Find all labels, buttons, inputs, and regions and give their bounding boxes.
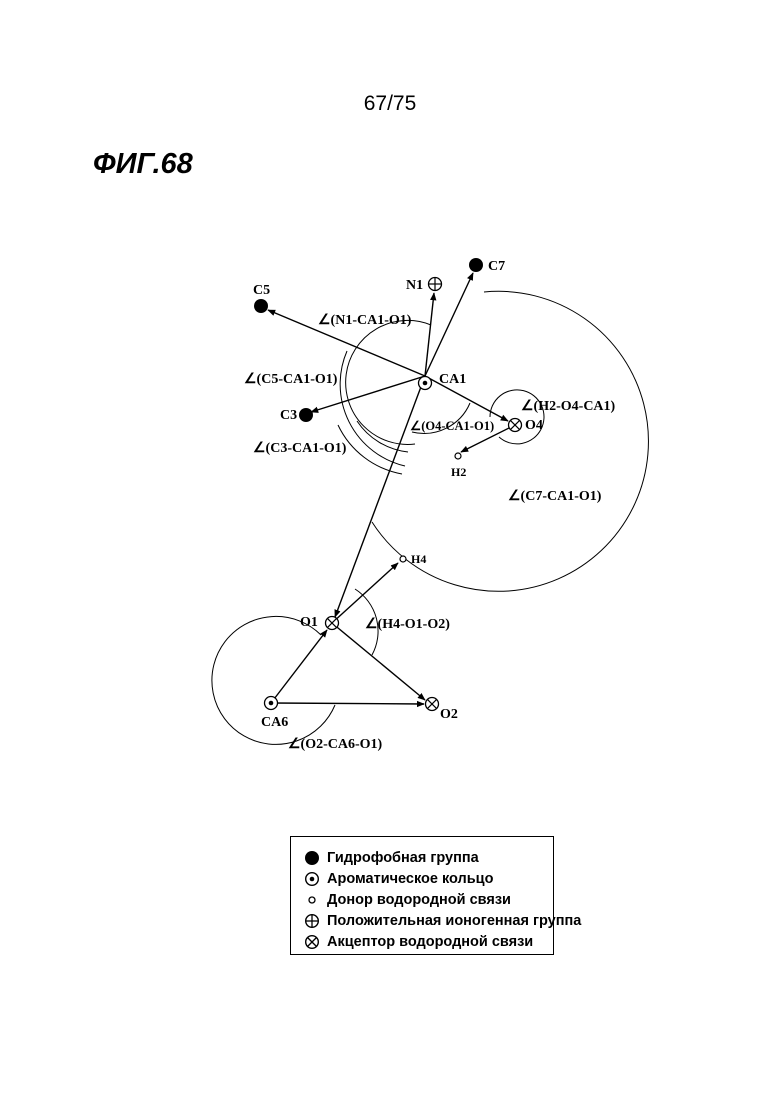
label-ca1: CA1 (439, 372, 466, 387)
arc-c3-ca1-o1 (357, 421, 408, 452)
angle-label-h2-o4-ca1: ∠(H2-O4-CA1) (521, 399, 616, 414)
node-labels: N1 C7 C5 CA1 C3 O4 H2 H4 O1 CA6 O2 (253, 259, 543, 730)
angle-label-o4-ca1-o1: ∠(O4-CA1-O1) (410, 419, 494, 433)
angle-label-c5-ca1-o1: ∠(C5-CA1-O1) (244, 372, 338, 387)
legend-label: Положительная ионогенная группа (327, 913, 581, 929)
legend-item-hydrophobic: Гидрофобная группа (303, 847, 553, 868)
arc-c7-ca1-o1 (372, 291, 648, 591)
acceptor-icon (303, 933, 321, 951)
angle-label-h4-o1-o2: ∠(H4-O1-O2) (365, 617, 450, 632)
vector-ca1-o4 (425, 376, 508, 421)
label-o1: O1 (300, 615, 318, 630)
vectors (268, 273, 515, 704)
node-h4-donor-icon (400, 556, 406, 562)
node-o4-acceptor-icon (509, 419, 522, 432)
label-ca6: CA6 (261, 715, 288, 730)
legend-item-acceptor: Акцептор водородной связи (303, 931, 553, 952)
vector-ca6-o2 (271, 703, 424, 704)
legend: Гидрофобная группа Ароматическое кольцо … (290, 836, 554, 955)
node-n1-positive-ionogenic-icon (429, 278, 442, 291)
positive-ionogenic-icon (303, 912, 321, 930)
angle-label-n1-ca1-o1: ∠(N1-CA1-O1) (318, 313, 412, 328)
donor-icon (303, 891, 321, 909)
node-c3-hydrophobic-icon (299, 408, 313, 422)
node-h2-donor-icon (455, 453, 461, 459)
legend-label: Ароматическое кольцо (327, 871, 493, 887)
node-c7-hydrophobic-icon (469, 258, 483, 272)
node-ca6-aromatic-ring-icon (265, 697, 278, 710)
node-ca1-aromatic-ring-icon (419, 377, 432, 390)
vector-ca1-o1 (335, 376, 425, 617)
label-n1: N1 (406, 278, 423, 293)
label-o4: O4 (525, 418, 543, 433)
legend-item-aromatic: Ароматическое кольцо (303, 868, 553, 889)
arc-c3-ca1-o1-outer (338, 425, 402, 474)
label-h2: H2 (451, 465, 466, 479)
angle-label-c7-ca1-o1: ∠(C7-CA1-O1) (508, 489, 602, 504)
hydrophobic-icon (303, 849, 321, 867)
aromatic-ring-icon (303, 870, 321, 888)
legend-item-positive-ionogenic: Положительная ионогенная группа (303, 910, 553, 931)
arc-h2-o4-ca1 (490, 390, 544, 444)
label-c3: C3 (280, 408, 297, 423)
label-o2: O2 (440, 707, 458, 722)
label-c5: C5 (253, 283, 270, 298)
vector-ca1-n1 (425, 293, 434, 376)
legend-item-donor: Донор водородной связи (303, 889, 553, 910)
legend-label: Донор водородной связи (327, 892, 511, 908)
label-c7: C7 (488, 259, 505, 274)
node-c5-hydrophobic-icon (254, 299, 268, 313)
node-o1-acceptor-icon (326, 617, 339, 630)
angle-arcs (212, 291, 649, 744)
legend-label: Гидрофобная группа (327, 850, 479, 866)
vector-ca6-o1 (271, 630, 327, 703)
arc-c5-ca1-o1 (340, 351, 405, 466)
node-o2-acceptor-icon (426, 698, 439, 711)
legend-label: Акцептор водородной связи (327, 934, 533, 950)
label-h4: H4 (411, 552, 426, 566)
vector-o1-h4 (332, 563, 398, 623)
angle-label-o2-ca6-o1: ∠(O2-CA6-O1) (288, 737, 383, 752)
angle-label-c3-ca1-o1: ∠(C3-CA1-O1) (253, 441, 347, 456)
